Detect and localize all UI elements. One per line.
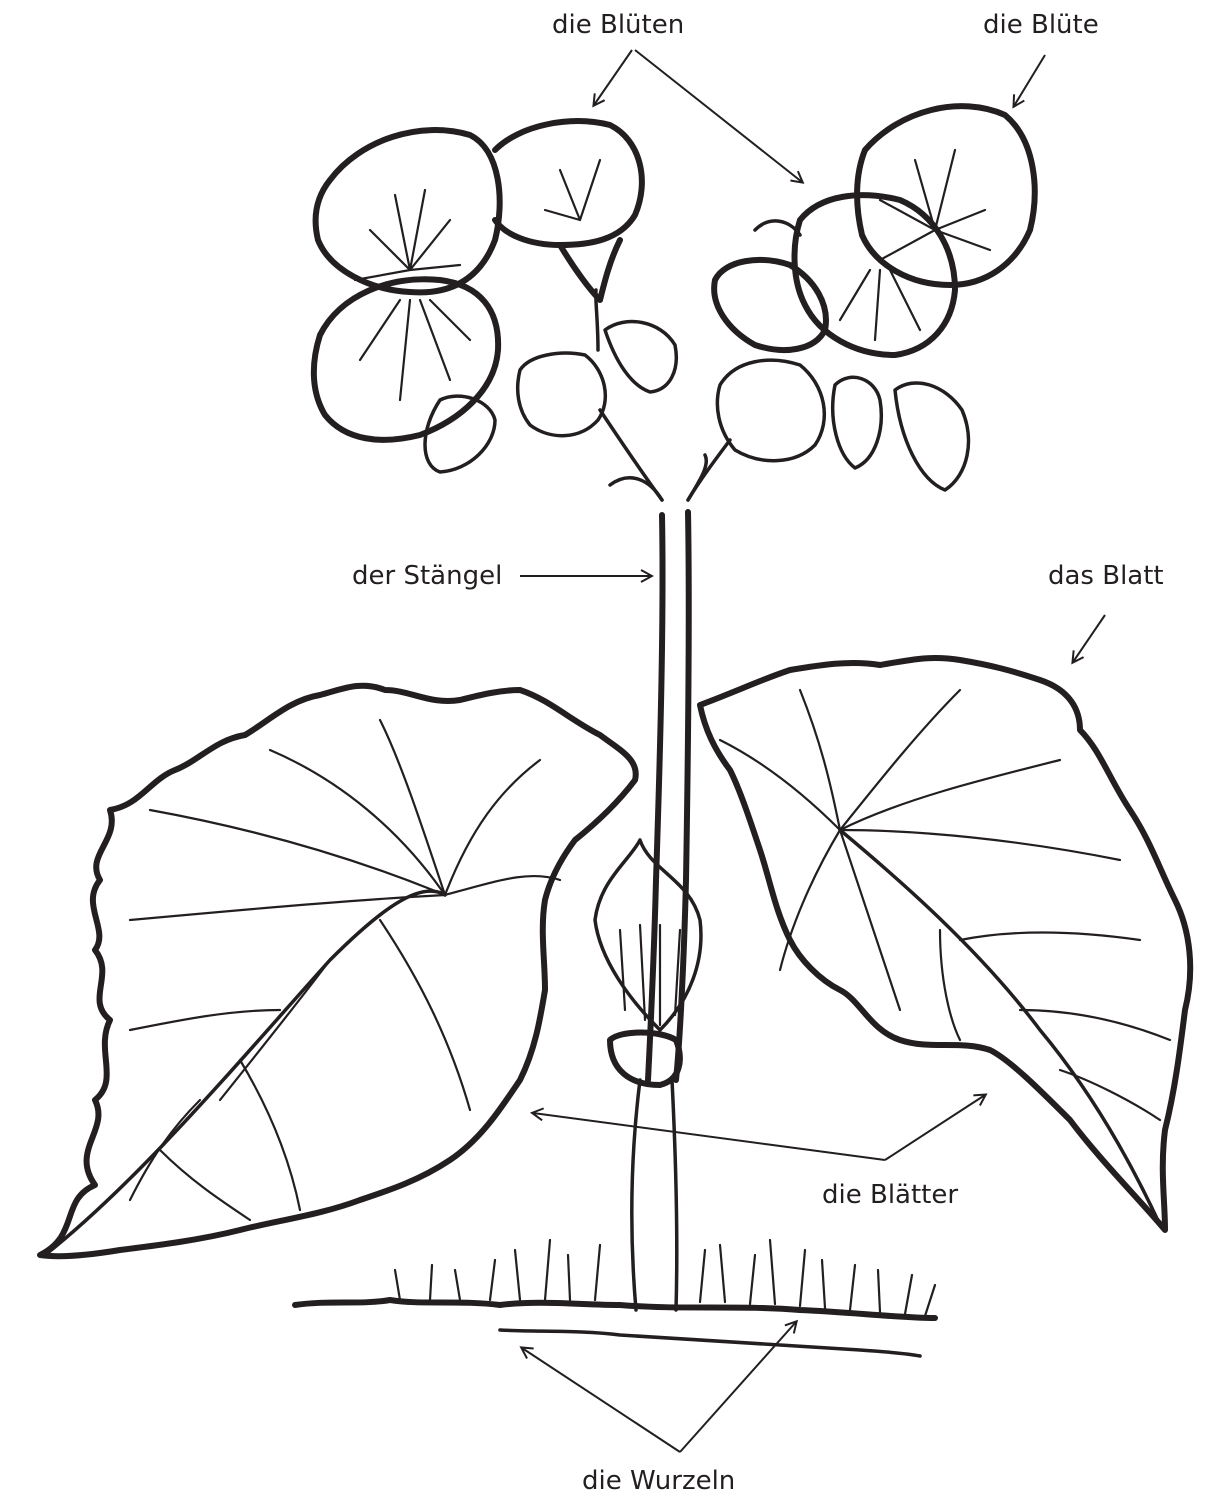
flower-right <box>714 106 1035 490</box>
arrow-leaves-left <box>533 1113 885 1160</box>
arrow-flowers-right <box>635 50 802 182</box>
label-roots: die Wurzeln <box>582 1468 735 1494</box>
arrow-roots-left <box>522 1348 680 1452</box>
label-flower: die Blüte <box>983 12 1099 38</box>
arrow-flower <box>1014 55 1045 106</box>
arrow-leaves-right <box>885 1095 985 1160</box>
label-leaves: die Blätter <box>822 1182 958 1208</box>
flower-left-top <box>314 121 676 472</box>
annotation-arrows <box>520 50 1105 1452</box>
ground-and-roots <box>295 1240 935 1356</box>
arrow-flowers-left <box>594 50 632 105</box>
arrow-leaf <box>1073 615 1105 662</box>
label-stem: der Stängel <box>352 563 502 589</box>
label-leaf: das Blatt <box>1048 563 1164 589</box>
left-leaf <box>40 686 636 1256</box>
label-flowers: die Blüten <box>552 12 684 38</box>
